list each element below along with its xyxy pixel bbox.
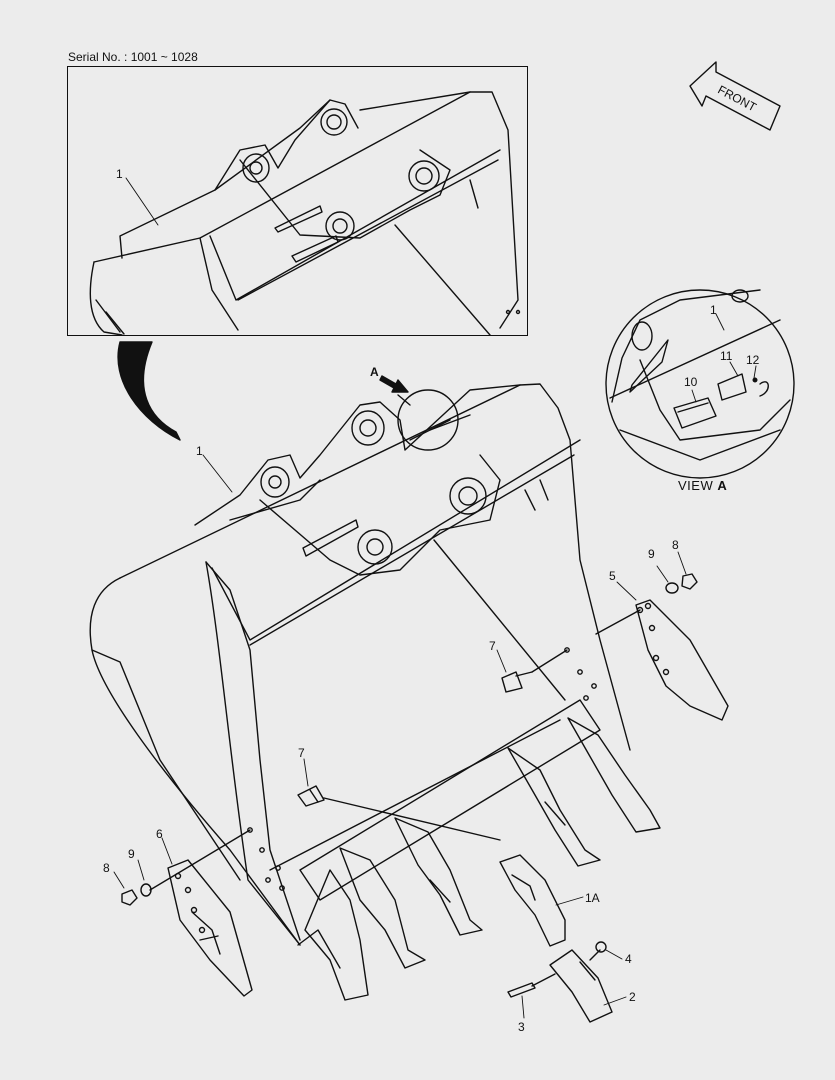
callout-5: 5 bbox=[609, 569, 616, 583]
callout-10: 10 bbox=[684, 375, 698, 389]
front-label: FRONT bbox=[716, 83, 760, 115]
callout-9-right: 9 bbox=[648, 547, 655, 561]
bolt-7-left-drawing bbox=[297, 785, 325, 807]
inset-frame bbox=[67, 66, 528, 336]
front-arrow bbox=[689, 61, 781, 131]
main-bucket-drawing bbox=[89, 383, 631, 946]
callout-2: 2 bbox=[629, 990, 636, 1004]
pin-3-drawing bbox=[507, 982, 536, 998]
adapter-2-drawing bbox=[549, 949, 613, 1023]
callout-1-main: 1 bbox=[196, 444, 203, 458]
callout-4: 4 bbox=[625, 952, 632, 966]
callout-7-left: 7 bbox=[298, 746, 305, 760]
view-a-letter: A bbox=[717, 478, 728, 493]
side-cutter-5-drawing bbox=[635, 599, 729, 721]
serial-number-label: Serial No. : 1001 ~ 1028 bbox=[68, 50, 198, 64]
callout-labels: 1 1 1 10 11 12 9 8 5 7 7 6 9 8 1A 4 2 3 … bbox=[103, 83, 760, 1034]
view-a-arrow bbox=[379, 375, 409, 393]
view-a-detail bbox=[605, 289, 795, 479]
callout-6: 6 bbox=[156, 827, 163, 841]
washer-9-right-drawing bbox=[665, 582, 679, 594]
callout-1a: 1A bbox=[585, 891, 600, 905]
callout-1-inset: 1 bbox=[116, 167, 123, 181]
callout-12: 12 bbox=[746, 353, 760, 367]
callout-arrow-a: A bbox=[370, 365, 379, 379]
view-a-label: VIEW A bbox=[678, 478, 727, 493]
nut-8-right-drawing bbox=[681, 573, 698, 590]
inset-bucket-drawing bbox=[89, 91, 521, 336]
side-cutter-6-drawing bbox=[167, 859, 253, 997]
bucket-teeth bbox=[297, 717, 661, 1001]
view-a-prefix: VIEW bbox=[678, 478, 714, 493]
lock-4-drawing bbox=[595, 941, 607, 953]
callout-8-left: 8 bbox=[103, 861, 110, 875]
nut-8-left-drawing bbox=[121, 889, 138, 906]
bolt-7-right-drawing bbox=[501, 671, 533, 693]
callout-8-right: 8 bbox=[672, 538, 679, 552]
callout-1-detail: 1 bbox=[710, 303, 717, 317]
callout-11: 11 bbox=[720, 349, 733, 363]
callout-9-left: 9 bbox=[128, 847, 135, 861]
callout-7-right: 7 bbox=[489, 639, 496, 653]
callout-3: 3 bbox=[518, 1020, 525, 1034]
curved-arrow bbox=[117, 341, 181, 441]
tooth-1a-drawing bbox=[499, 854, 566, 947]
